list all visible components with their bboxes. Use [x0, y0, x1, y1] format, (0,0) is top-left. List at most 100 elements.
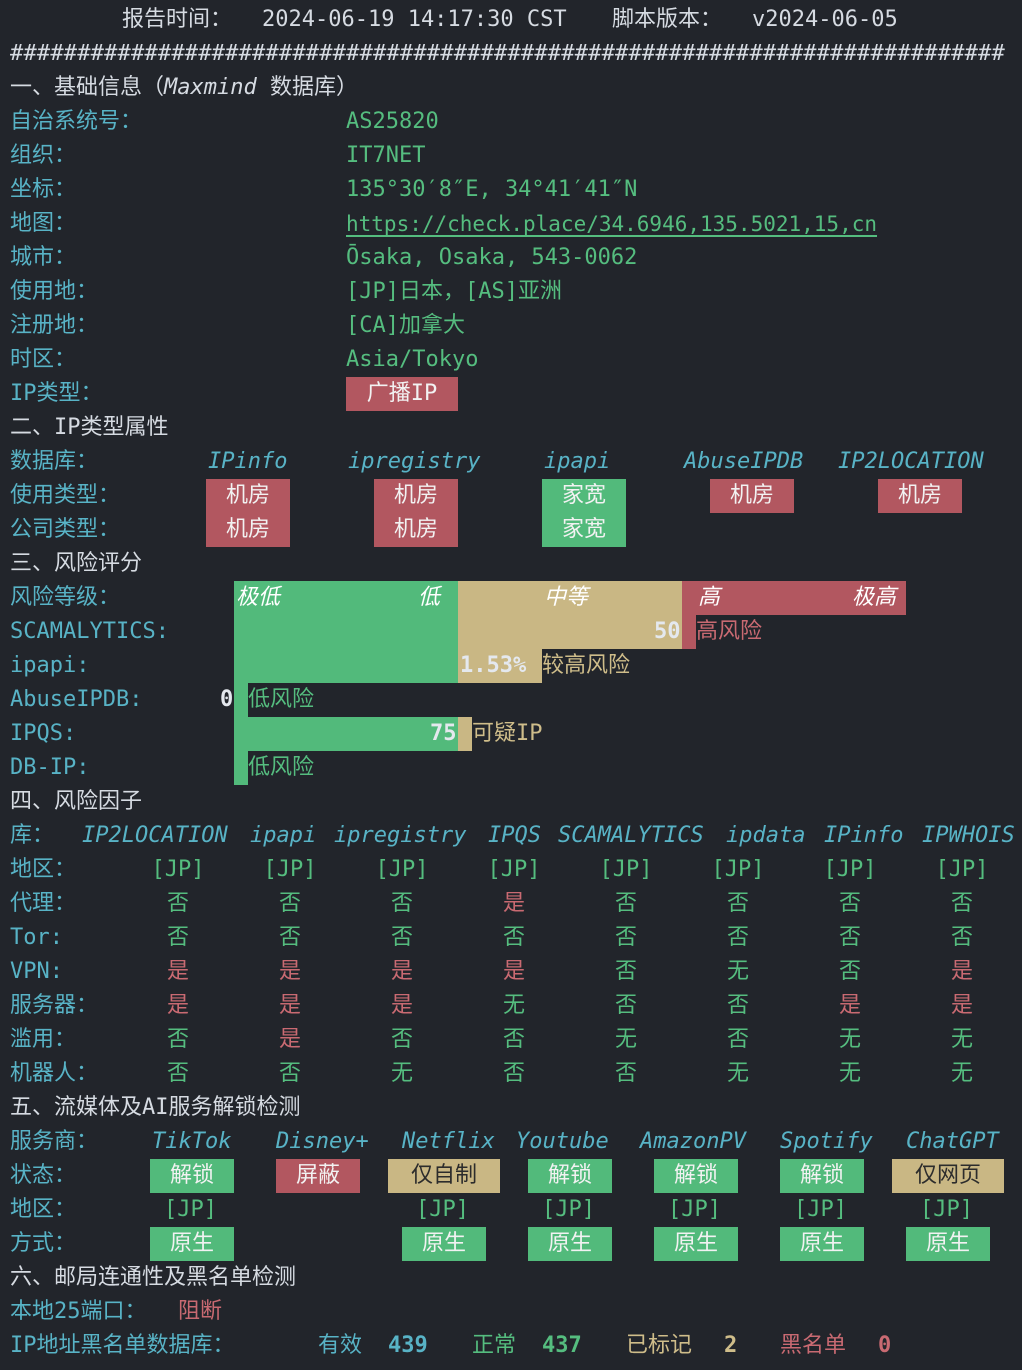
usage-badge: 机房 — [710, 479, 794, 513]
coord-value: 135°30′8″E, 34°41′41″N — [346, 177, 638, 202]
city-row: 城市： Ōsaka, Osaka, 543-0062 — [0, 241, 1022, 275]
service-name: Spotify — [780, 1129, 873, 1154]
status-badge: 屏蔽 — [276, 1159, 360, 1193]
factor-cell: 是 — [166, 959, 189, 984]
map-link[interactable]: https://check.place/34.6946,135.5021,15,… — [346, 212, 878, 236]
factor-cell: 否 — [726, 925, 749, 950]
factor-cell: 是 — [950, 959, 973, 984]
use-row: 使用地： [JP]日本，[AS]亚洲 — [0, 275, 1022, 309]
factor-cell: 否 — [950, 925, 973, 950]
factor-cell: 是 — [390, 959, 413, 984]
level-very-low: 极低 — [236, 585, 281, 610]
method-badge: 原生 — [528, 1227, 612, 1261]
factor-cell: 否 — [950, 891, 973, 916]
service-region: [JP] — [794, 1197, 847, 1222]
factor-label: VPN: — [10, 959, 63, 984]
factor-cell: [JP] — [599, 857, 653, 882]
provider-ipapi: ipapi — [544, 449, 611, 474]
company-badge: 机房 — [374, 513, 458, 547]
risk-bar — [234, 751, 248, 785]
coord-row: 坐标： 135°30′8″E, 34°41′41″N — [0, 173, 1022, 207]
service-name: Disney+ — [276, 1129, 369, 1154]
status-badge: 仅自制 — [388, 1159, 500, 1193]
stream-status-row: 状态： 解锁 屏蔽 仅自制 解锁 解锁 解锁 仅网页 — [0, 1159, 1022, 1193]
factor-cell: 否 — [278, 925, 301, 950]
script-version: v2024-06-05 — [752, 7, 898, 32]
factor-cell: 否 — [726, 1027, 749, 1052]
factors-lib-row: 库： IP2LOCATION ipapi ipregistry IPQS SCA… — [0, 819, 1022, 853]
factor-cell: 是 — [166, 993, 189, 1018]
factor-cell: 无 — [838, 1061, 861, 1086]
factor-label: 代理： — [10, 891, 77, 916]
section-mail-title: 六、邮局连通性及黑名单检测 — [10, 1265, 297, 1290]
factor-cell: 是 — [278, 959, 301, 984]
risk-desc: 低风险 — [248, 687, 315, 712]
lib-name: ipregistry — [334, 823, 467, 848]
method-badge: 原生 — [906, 1227, 990, 1261]
factor-cell: 否 — [838, 925, 861, 950]
level-band-high — [682, 581, 906, 615]
iptype-badge: 广播IP — [346, 377, 458, 411]
section-types-title: 二、IP类型属性 — [10, 415, 169, 440]
factor-cell: [JP] — [487, 857, 541, 882]
lib-name: ipdata — [726, 823, 806, 848]
risk-level-row: 风险等级： 极低 低 中等 高 极高 — [0, 581, 1022, 615]
factor-cell: 否 — [614, 925, 637, 950]
tz-row: 时区： Asia/Tokyo — [0, 343, 1022, 377]
risk-bar — [458, 649, 542, 683]
level-low: 低 — [418, 585, 441, 610]
lib-name: IPWHOIS — [922, 823, 1015, 848]
usage-badge: 家宽 — [542, 479, 626, 513]
header-row: 报告时间： 2024-06-19 14:17:30 CST 脚本版本： v202… — [0, 3, 1022, 37]
stream-region-row: 地区： [JP] [JP] [JP] [JP] [JP] [JP] — [0, 1193, 1022, 1227]
usage-badge: 机房 — [374, 479, 458, 513]
factor-cell: 是 — [838, 993, 861, 1018]
risk-value: 1.53% — [460, 653, 527, 678]
section-factors-title: 四、风险因子 — [10, 789, 143, 814]
factor-cell: 否 — [726, 993, 749, 1018]
company-badge: 机房 — [206, 513, 290, 547]
method-badge: 原生 — [780, 1227, 864, 1261]
lib-name: IPinfo — [824, 823, 904, 848]
status-badge: 解锁 — [654, 1159, 738, 1193]
factor-cell: 否 — [166, 925, 189, 950]
factor-cell: 否 — [838, 959, 861, 984]
bl-valid-count: 439 — [388, 1333, 428, 1358]
factor-label: 地区： — [10, 857, 77, 882]
stream-method-row: 方式： 原生 原生 原生 原生 原生 原生 — [0, 1227, 1022, 1261]
risk-bar — [234, 615, 458, 649]
risk-value: 75 — [430, 721, 457, 746]
factor-cell: 否 — [278, 891, 301, 916]
factor-row: 地区：[JP][JP][JP][JP][JP][JP][JP][JP] — [0, 853, 1022, 887]
provider-ipregistry: ipregistry — [348, 449, 481, 474]
types-db-row: 数据库： IPinfo ipregistry ipapi AbuseIPDB I… — [0, 445, 1022, 479]
factor-cell: 无 — [950, 1027, 973, 1052]
factor-row: Tor:否否否否否否否否 — [0, 921, 1022, 955]
factor-cell: 否 — [166, 1061, 189, 1086]
factor-label: Tor: — [10, 925, 63, 950]
status-badge: 解锁 — [150, 1159, 234, 1193]
map-row: 地图： https://check.place/34.6946,135.5021… — [0, 207, 1022, 241]
level-mid: 中等 — [544, 585, 589, 610]
factor-row: 服务器：是是是无否否是是 — [0, 989, 1022, 1023]
factor-cell: 否 — [278, 1061, 301, 1086]
factor-cell: 是 — [278, 1027, 301, 1052]
iptype-row: IP类型： 广播IP — [0, 377, 1022, 411]
separator: ########################################… — [10, 41, 1005, 66]
asn-row: 自治系统号： AS25820 — [0, 105, 1022, 139]
provider-ipinfo: IPinfo — [208, 449, 288, 474]
company-badge: 家宽 — [542, 513, 626, 547]
script-version-label: 脚本版本： — [612, 7, 723, 32]
level-very-high: 极高 — [852, 585, 897, 610]
port25-status: 阻断 — [178, 1299, 223, 1324]
bl-marked-count: 2 — [724, 1333, 738, 1358]
section-stream-title: 五、流媒体及AI服务解锁检测 — [10, 1095, 301, 1120]
service-region: [JP] — [668, 1197, 721, 1222]
factor-cell: 否 — [838, 891, 861, 916]
risk-bar — [682, 615, 696, 649]
level-band-mid — [458, 581, 682, 615]
lib-name: SCAMALYTICS — [558, 823, 704, 848]
types-company-row: 公司类型： 机房 机房 家宽 — [0, 513, 1022, 547]
factor-cell: [JP] — [935, 857, 989, 882]
factor-cell: 无 — [838, 1027, 861, 1052]
